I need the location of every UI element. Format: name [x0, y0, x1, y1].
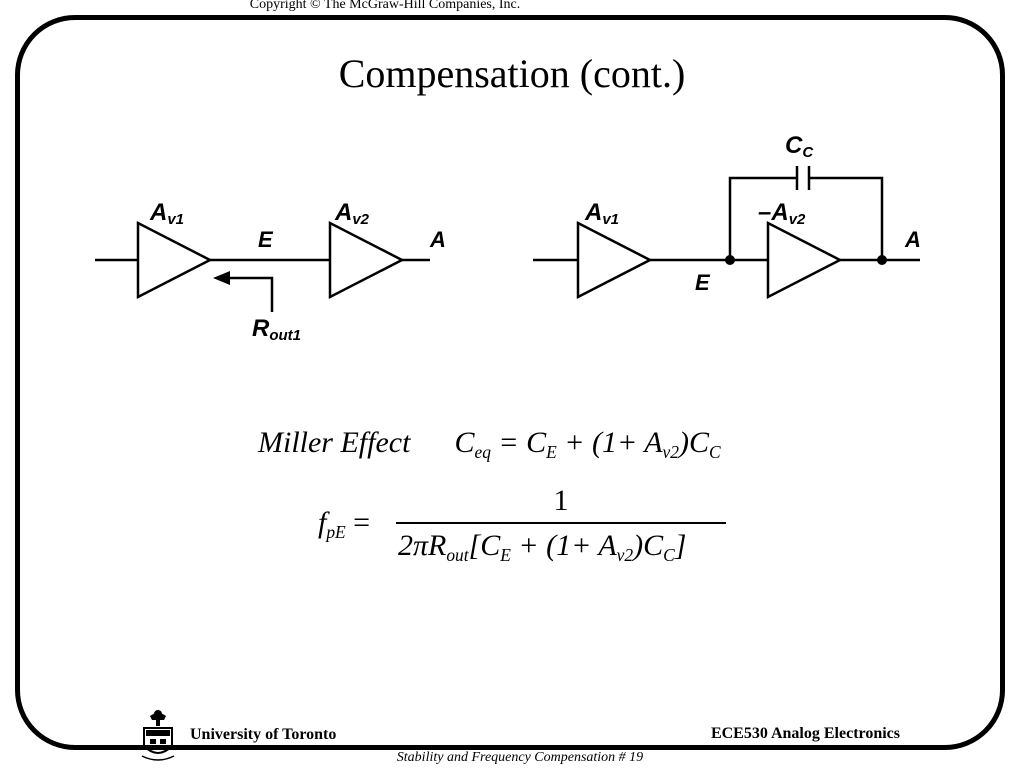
right-output-label: A	[904, 227, 921, 252]
svg-text:Av1: Av1	[149, 199, 184, 228]
university-crest-icon	[141, 710, 175, 761]
svg-text:–Av2: –Av2	[758, 199, 806, 228]
left-rout-arrowhead	[213, 271, 230, 285]
left-amp1-sub: v1	[167, 211, 184, 228]
copyright-text: Copyright © The McGraw-Hill Companies, I…	[249, 0, 521, 12]
fpe-lhs-group: fpE =	[318, 506, 371, 543]
fpe-den-2-sub: E	[500, 545, 511, 566]
right-node-label: E	[695, 270, 711, 295]
fraction-bar	[396, 522, 726, 524]
ceq-lhs: C	[454, 426, 475, 459]
fpe-numerator: 1	[553, 484, 569, 517]
svg-text:CC: CC	[785, 132, 814, 161]
left-amp1-triangle	[136, 220, 213, 300]
left-rout-label: R	[252, 315, 270, 342]
svg-text:Av1: Av1	[584, 199, 619, 228]
fpe-den-1: 2πR	[398, 529, 447, 562]
footer-university: University of Toronto	[190, 726, 337, 743]
left-rout-sub: out1	[269, 327, 301, 344]
ceq-rhs-3-sub: C	[708, 442, 721, 463]
right-node-dot-a	[877, 255, 887, 265]
fpe-den-3-sub: v2	[616, 545, 634, 566]
right-circuit	[533, 166, 920, 300]
slide-frame	[15, 15, 1005, 750]
right-feedback-left	[728, 176, 797, 260]
fpe-fraction: 1 2πRout[CE + (1+ Av2)CC]	[396, 482, 726, 564]
slide-title: Compensation (cont.)	[338, 51, 686, 96]
fpe-lhs-sub: pE	[326, 522, 346, 543]
svg-text:Rout1: Rout1	[252, 315, 301, 344]
ceq-rhs-1: = C	[490, 426, 547, 459]
ceq-rhs-2-sub: v2	[662, 442, 679, 463]
footer-course: ECE530 Analog Electronics	[710, 725, 900, 742]
fpe-den-5: ]	[674, 529, 687, 562]
left-node-label: E	[258, 227, 274, 252]
right-amp1-sub: v1	[602, 211, 619, 228]
right-feedback-right	[809, 176, 884, 260]
ceq-rhs-2: + (1+ A	[556, 426, 663, 459]
right-node-dot-e	[725, 255, 735, 265]
left-amp2-triangle	[328, 220, 405, 300]
right-amp2-sub: v2	[789, 211, 806, 228]
fpe-den-3: + (1+ A	[510, 529, 617, 562]
svg-text:Av2: Av2	[334, 199, 370, 228]
fpe-den-4: )C	[633, 529, 664, 562]
right-amp1-label: A	[584, 199, 602, 226]
miller-label: Miller Effect	[258, 426, 411, 459]
fpe-den-4-sub: C	[663, 545, 675, 566]
fpe-den-1-sub: out	[446, 545, 469, 566]
ceq-rhs-3: )C	[678, 426, 709, 459]
right-amp2-triangle	[766, 220, 843, 300]
ceq-rhs-1-sub: E	[546, 442, 557, 463]
fpe-den-2: [C	[468, 529, 501, 562]
right-amp1-triangle	[576, 220, 653, 300]
fpe-lhs: f	[318, 506, 327, 539]
left-rout-arrow-line	[225, 276, 274, 312]
left-output-label: A	[429, 227, 446, 252]
left-circuit	[95, 220, 430, 312]
cap-label: C	[785, 132, 803, 159]
footer-subtitle: Stability and Frequency Compensation # 1…	[396, 750, 644, 765]
left-amp2-sub: v2	[352, 211, 369, 228]
fpe-denominator: 2πRout[CE + (1+ Av2)CC]	[396, 528, 726, 564]
right-amp2-label: –A	[758, 199, 789, 226]
fpe-equals: =	[345, 506, 371, 539]
left-amp1-label: A	[149, 199, 167, 226]
ceq-lhs-sub: eq	[474, 442, 491, 463]
cap-sub: C	[802, 144, 814, 161]
left-amp2-label: A	[334, 199, 352, 226]
